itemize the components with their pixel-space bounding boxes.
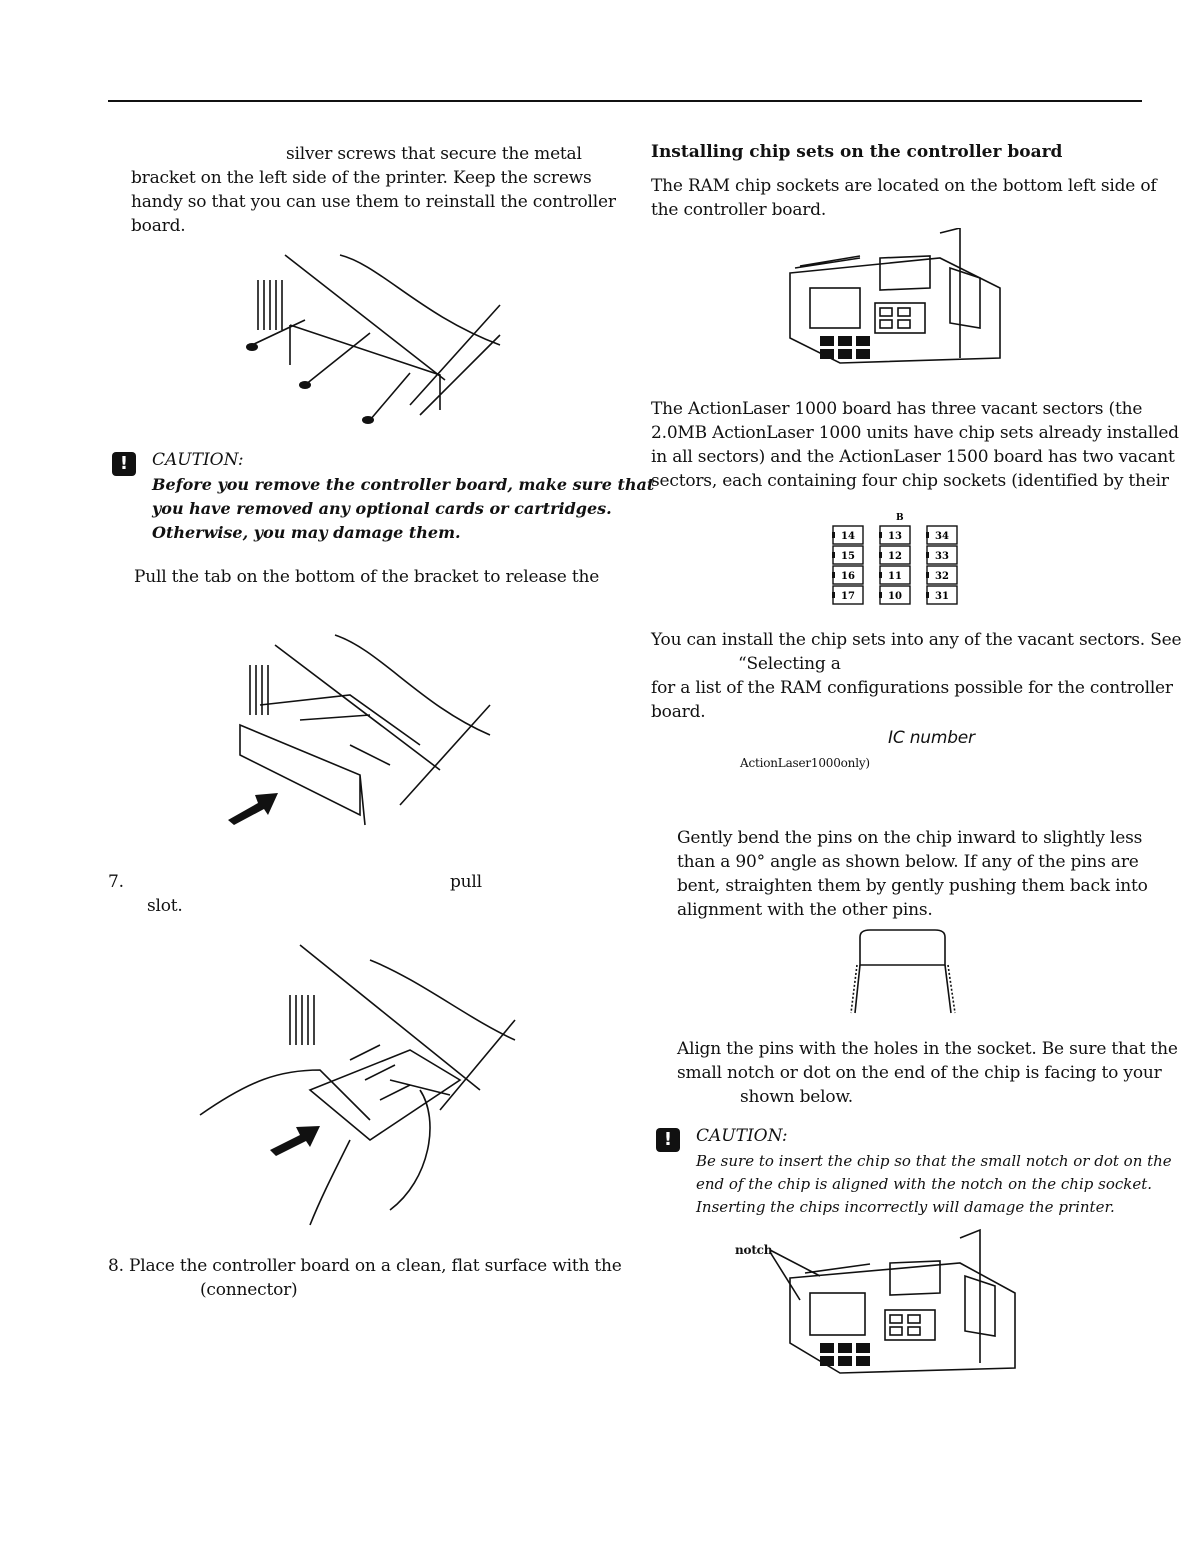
section-heading: Installing chip sets on the controller b… <box>651 142 1063 162</box>
intro-line-2: the controller board. <box>651 200 827 220</box>
notch-board-figure <box>769 1228 1016 1374</box>
align-line-1: Align the pins with the holes in the soc… <box>677 1039 1178 1059</box>
notch-label: notch <box>735 1243 773 1257</box>
socket-notch <box>926 552 929 558</box>
step7-pull: pull <box>450 872 482 892</box>
socket-number: 13 <box>888 531 902 542</box>
socket-number: 14 <box>841 531 855 542</box>
socket-notch <box>879 572 882 578</box>
al1000-only-label: ActionLaser1000only) <box>740 756 870 770</box>
sectors-line-1: The ActionLaser 1000 board has three vac… <box>651 399 1143 419</box>
install-line-1: You can install the chip sets into any o… <box>651 630 1182 650</box>
bend-line-1: Gently bend the pins on the chip inward … <box>677 828 1143 848</box>
caution-line-3: Otherwise, you may damage them. <box>152 523 461 542</box>
socket-number: 16 <box>841 571 855 582</box>
bend-line-4: alignment with the other pins. <box>677 900 933 920</box>
sectors-line-2: 2.0MB ActionLaser 1000 units have chip s… <box>651 423 1179 443</box>
socket-top-label: B <box>896 513 904 523</box>
caution-title: CAUTION: <box>152 450 244 470</box>
socket-diagram: B 14 15 16 17 13 12 11 10 34 33 32 31 <box>832 513 958 605</box>
socket-number: 31 <box>935 591 949 602</box>
socket-number: 33 <box>935 551 949 562</box>
step6-line-1: silver screws that secure the metal <box>286 144 582 164</box>
socket-notch <box>832 572 835 578</box>
socket-number: 17 <box>841 591 855 602</box>
intro-line-1: The RAM chip sockets are located on the … <box>651 176 1157 196</box>
step8-line-1: 8. Place the controller board on a clean… <box>108 1256 622 1276</box>
step6-line-4: board. <box>131 216 186 236</box>
caution-title-2: CAUTION: <box>696 1126 788 1146</box>
socket-notch <box>879 552 882 558</box>
caution2-line-3: Inserting the chips incorrectly will dam… <box>696 1198 1115 1216</box>
step7-slot: slot. <box>147 896 183 916</box>
sectors-line-4: sectors, each containing four chip socke… <box>651 471 1169 491</box>
step6-line-2: bracket on the left side of the printer.… <box>131 168 592 188</box>
chip-pins-figure <box>850 929 956 1014</box>
step7-number: 7. <box>108 872 124 892</box>
install-line-4: board. <box>651 702 706 722</box>
step8-line-2: (connector) <box>200 1280 298 1300</box>
socket-notch <box>832 532 835 538</box>
socket-notch <box>879 592 882 598</box>
board-pull-figure <box>199 944 516 1226</box>
socket-number: 10 <box>888 591 902 602</box>
socket-number: 15 <box>841 551 855 562</box>
socket-notch <box>926 592 929 598</box>
socket-notch <box>926 532 929 538</box>
screw-removal-figure <box>246 254 501 424</box>
caution2-line-2: end of the chip is aligned with the notc… <box>696 1175 1153 1193</box>
socket-number: 11 <box>888 571 902 582</box>
caution2-line-1: Be sure to insert the chip so that the s… <box>696 1152 1172 1170</box>
bracket-release-figure <box>228 634 491 826</box>
caution-icon: ! <box>112 452 136 476</box>
install-line-3: for a list of the RAM configurations pos… <box>651 678 1173 698</box>
socket-notch <box>832 552 835 558</box>
pull-tab-line: Pull the tab on the bottom of the bracke… <box>134 567 600 587</box>
controller-board-figure <box>789 228 1001 364</box>
sectors-line-3: in all sectors) and the ActionLaser 1500… <box>651 447 1175 467</box>
align-line-3: shown below. <box>740 1087 853 1107</box>
caution-line-1: Before you remove the controller board, … <box>152 475 655 494</box>
bend-line-3: bent, straighten them by gently pushing … <box>677 876 1148 896</box>
align-line-2: small notch or dot on the end of the chi… <box>677 1063 1162 1083</box>
header-rule <box>108 100 1142 102</box>
ic-number-label: IC number <box>888 728 975 748</box>
socket-notch <box>879 532 882 538</box>
bend-line-2: than a 90° angle as shown below. If any … <box>677 852 1139 872</box>
install-line-2: “Selecting a <box>738 654 841 674</box>
socket-number: 32 <box>935 571 949 582</box>
caution-icon-2: ! <box>656 1128 680 1152</box>
socket-notch <box>832 592 835 598</box>
socket-number: 12 <box>888 551 902 562</box>
step6-line-3: handy so that you can use them to reinst… <box>131 192 616 212</box>
socket-notch <box>926 572 929 578</box>
caution-line-2: you have removed any optional cards or c… <box>152 499 612 518</box>
socket-number: 34 <box>935 531 949 542</box>
